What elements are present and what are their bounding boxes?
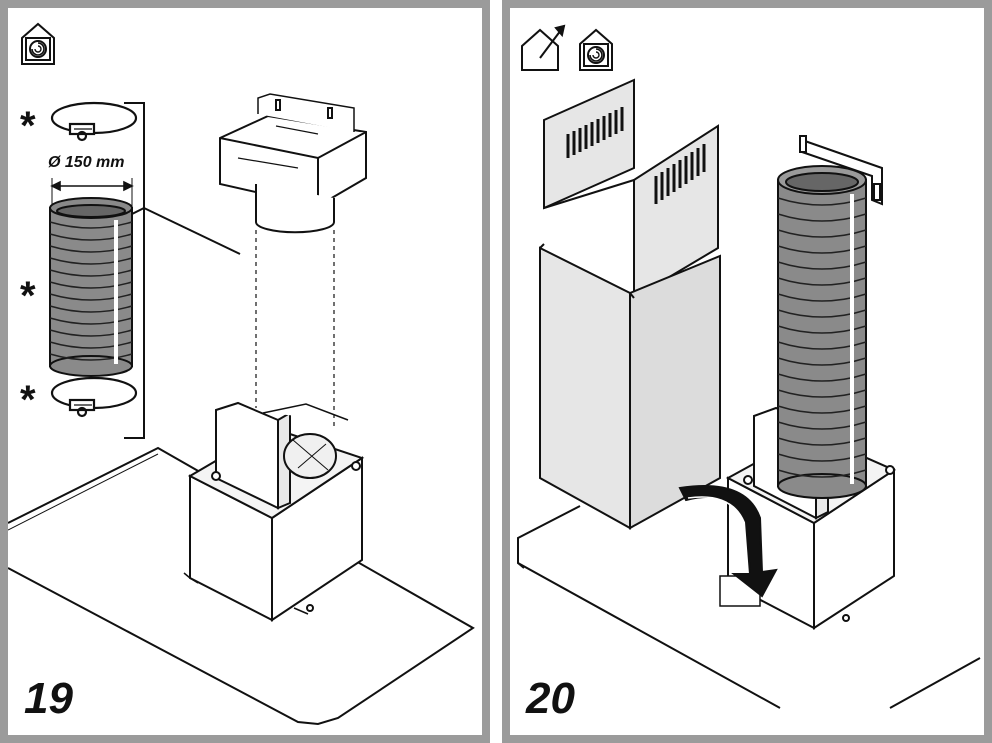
kit-item-marker-clamp-bottom: *	[20, 378, 36, 422]
step-20-illustration	[517, 24, 981, 709]
wall-bracket	[799, 135, 883, 206]
hose-clamp-bottom	[50, 376, 138, 418]
motor-housing	[211, 401, 361, 510]
recirculation-mode-icon	[579, 28, 613, 71]
flexible-duct-hose	[777, 165, 867, 499]
diameter-dimension-arrow	[50, 178, 134, 208]
chimney-vent-slots	[566, 107, 706, 204]
duct-adapter	[219, 93, 367, 234]
chimney-cover	[539, 78, 721, 530]
extraction-mode-icon	[521, 24, 566, 71]
flexible-duct-hose	[49, 197, 133, 377]
kit-item-marker-clamp-top: *	[20, 104, 36, 148]
step-20-panel: 20	[502, 0, 992, 743]
alignment-guide-lines	[255, 230, 335, 428]
step-number: 19	[24, 674, 73, 723]
step-19-illustration	[8, 22, 475, 726]
step-number: 20	[526, 674, 575, 723]
worktop-plate	[8, 446, 475, 726]
duct-diameter-label: Ø 150 mm	[48, 154, 125, 171]
worktop-plate	[517, 505, 981, 709]
hose-clamp-top	[50, 101, 138, 142]
recirculation-mode-icon	[21, 22, 55, 65]
kit-item-marker-duct: *	[20, 274, 36, 318]
downward-arrow	[678, 485, 778, 598]
step-19-panel: * * * Ø 150 mm 19	[0, 0, 490, 743]
